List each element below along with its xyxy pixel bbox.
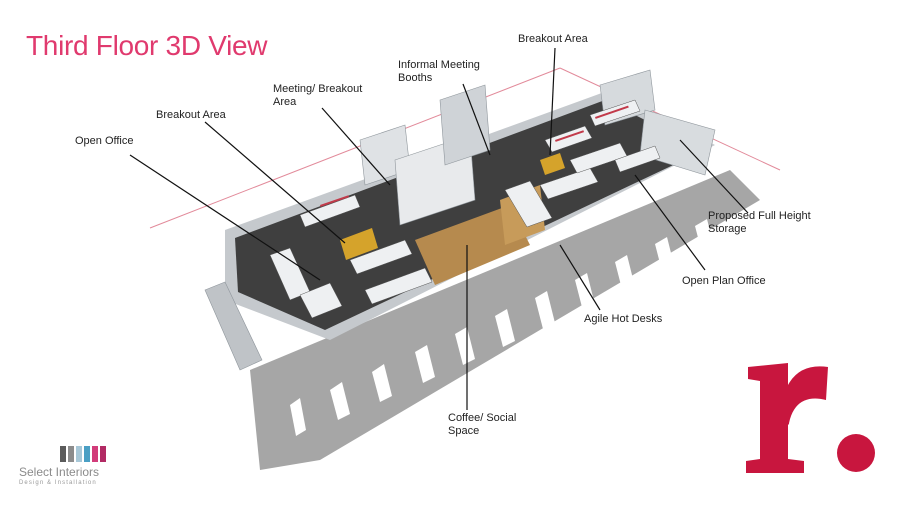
callout-breakout-left: Breakout Area: [156, 109, 226, 121]
leader-breakout-top: [549, 47, 556, 156]
callout-storage: Proposed Full Height Storage: [708, 210, 811, 235]
leader-meeting-breakout: [321, 107, 391, 186]
breakout-rug-top: [540, 153, 565, 175]
booth-wall: [439, 84, 491, 166]
boundary-line-top: [149, 67, 561, 229]
callout-informal-booths: Informal Meeting Booths: [398, 59, 480, 84]
leader-open-plan: [634, 174, 706, 271]
callout-agile: Agile Hot Desks: [584, 313, 663, 325]
logo-dot: [837, 434, 875, 472]
left-wall: [204, 281, 263, 371]
page-title: Third Floor 3D View: [26, 30, 268, 61]
breakout-rug-left: [340, 228, 378, 260]
desk-clusters: [269, 99, 661, 319]
brand-name: Select Interiors: [19, 465, 100, 479]
callout-breakout-top: Breakout Area: [518, 33, 588, 45]
brand-swatch-2: [68, 446, 74, 462]
callout-open-plan: Open Plan Office: [682, 275, 766, 287]
brand-swatch-6: [100, 446, 106, 462]
callout-coffee: Coffee/ Social Space: [448, 412, 517, 437]
brand-swatch-5: [92, 446, 98, 462]
brand-swatch-3: [76, 446, 82, 462]
leader-booths: [462, 83, 491, 156]
storage-wall: [639, 109, 716, 176]
coffee-area-floor: [415, 205, 530, 285]
leader-open-office: [129, 154, 321, 281]
brand-tagline: Design & Installation: [19, 480, 97, 486]
shadow-windows: [290, 219, 715, 436]
leader-breakout-left: [204, 121, 346, 244]
leader-agile: [559, 244, 601, 311]
callout-meeting-breakout: Meeting/ Breakout Area: [273, 83, 363, 108]
leader-lines: [129, 47, 749, 410]
desk-accents: [320, 105, 629, 207]
r-logo: [746, 363, 875, 473]
brand-swatch-4: [84, 446, 90, 462]
logo-face-profile: [788, 411, 810, 459]
leader-storage: [679, 139, 749, 214]
logo-letter-r: [746, 363, 828, 473]
brand-swatch-1: [60, 446, 66, 462]
callout-open-office: Open Office: [75, 135, 134, 147]
